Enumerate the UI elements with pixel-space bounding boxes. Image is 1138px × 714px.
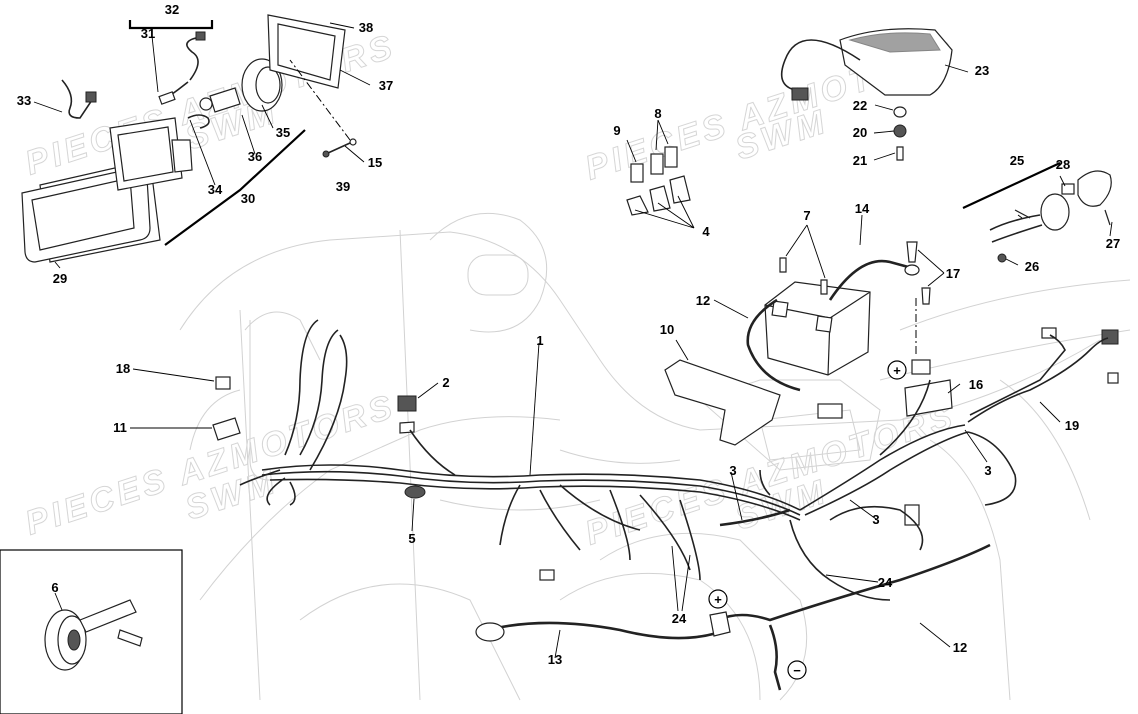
horn-inset-frame: [0, 549, 183, 714]
callout-26: 26: [1025, 259, 1039, 274]
callout-11: 11: [113, 420, 127, 435]
callout-28: 28: [1056, 157, 1070, 172]
fuse-relay-set: [626, 146, 691, 216]
callout-15: 15: [368, 155, 382, 170]
ground-cable: [717, 543, 991, 622]
callout-29: 29: [53, 271, 67, 286]
ground-lead: [768, 624, 782, 691]
switch-11: [212, 417, 241, 441]
callout-32: 32: [165, 2, 179, 17]
callout-31: 31: [141, 26, 155, 41]
brace-30: [164, 129, 306, 246]
callout-6: 6: [51, 580, 58, 595]
callout-20: 20: [853, 125, 867, 140]
connector-plug: [791, 87, 809, 101]
callout-23: 23: [975, 63, 989, 78]
callout-labels: 32 31 33 38 37 35 36 15 34 30 39 29 23 2…: [17, 2, 1120, 667]
callout-36: 36: [248, 149, 262, 164]
callout-35: 35: [276, 125, 290, 140]
polarity-signs: + + −: [708, 360, 907, 680]
callout-17: 17: [946, 266, 960, 281]
callout-4: 4: [702, 224, 710, 239]
misc-connectors: [212, 327, 1119, 581]
callout-18: 18: [116, 361, 130, 376]
callout-8: 8: [654, 106, 661, 121]
callout-3: 3: [729, 463, 736, 478]
callout-24: 24: [672, 611, 687, 626]
horn-inset: [0, 549, 183, 714]
callout-12: 12: [696, 293, 710, 308]
callout-3: 3: [984, 463, 991, 478]
headlight-bulb: [209, 87, 241, 113]
tail-light: [780, 28, 953, 161]
callout-10: 10: [660, 322, 674, 337]
motorcycle-frame-ghost: [179, 212, 1131, 701]
callout-16: 16: [969, 377, 983, 392]
relay-18: [215, 376, 231, 390]
plus-sign: +: [893, 363, 901, 378]
main-wiring-harness: [239, 319, 1109, 601]
callout-24: 24: [878, 575, 893, 590]
plus-sign: +: [714, 592, 722, 607]
callout-33: 33: [17, 93, 31, 108]
callout-13: 13: [548, 652, 562, 667]
callout-22: 22: [853, 98, 867, 113]
minus-sign: −: [793, 663, 801, 678]
callout-5: 5: [408, 531, 415, 546]
leader-lines: [33, 22, 1113, 659]
brace-32: [128, 20, 214, 30]
brace-25: [962, 162, 1061, 209]
connector-plug: [85, 91, 97, 103]
callout-19: 19: [1065, 418, 1079, 433]
headlight-assembly: [21, 14, 357, 263]
headlight-rim-inner: [31, 177, 135, 251]
callout-3: 3: [872, 512, 879, 527]
connector-2: [397, 395, 417, 412]
headlight-lens: [117, 126, 174, 182]
fuse-box: [904, 298, 953, 417]
callout-7: 7: [803, 208, 810, 223]
callout-37: 37: [379, 78, 393, 93]
callout-21: 21: [853, 153, 867, 168]
cable-13: [479, 621, 721, 640]
callout-25: 25: [1010, 153, 1024, 168]
callout-39: 39: [336, 179, 350, 194]
callout-30: 30: [241, 191, 255, 206]
callout-38: 38: [359, 20, 373, 35]
battery: [746, 241, 931, 392]
turn-signal: [989, 170, 1112, 263]
callout-34: 34: [208, 182, 223, 197]
callout-27: 27: [1106, 236, 1120, 251]
callout-12: 12: [953, 640, 967, 655]
connector-plug: [195, 31, 206, 41]
battery-tray: [664, 359, 781, 446]
clip-5: [404, 485, 426, 499]
callout-1: 1: [536, 333, 543, 348]
callout-14: 14: [855, 201, 870, 216]
callout-9: 9: [613, 123, 620, 138]
bulb-socket: [158, 91, 176, 105]
callout-2: 2: [442, 375, 449, 390]
